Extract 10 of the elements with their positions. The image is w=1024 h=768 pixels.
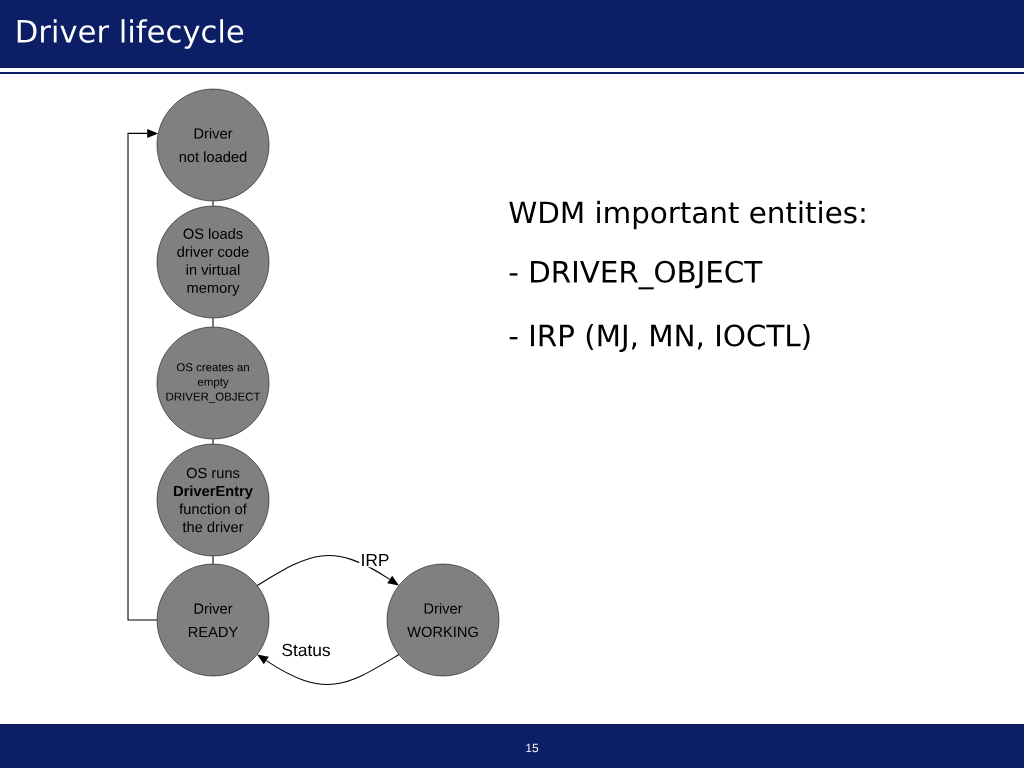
heading-text: WDM important entities: xyxy=(509,200,865,230)
arrow xyxy=(127,128,159,621)
list-item: - DRIVER_OBJECT xyxy=(509,260,763,290)
page-number: 15 xyxy=(526,743,539,753)
arrow xyxy=(257,653,400,685)
arrow xyxy=(256,555,399,587)
edge-label: IRP xyxy=(359,552,391,568)
list-item: - IRP (MJ, MN, IOCTL) xyxy=(509,323,810,353)
edge-label: Status xyxy=(280,642,332,658)
title: Driver lifecycle xyxy=(17,19,244,49)
